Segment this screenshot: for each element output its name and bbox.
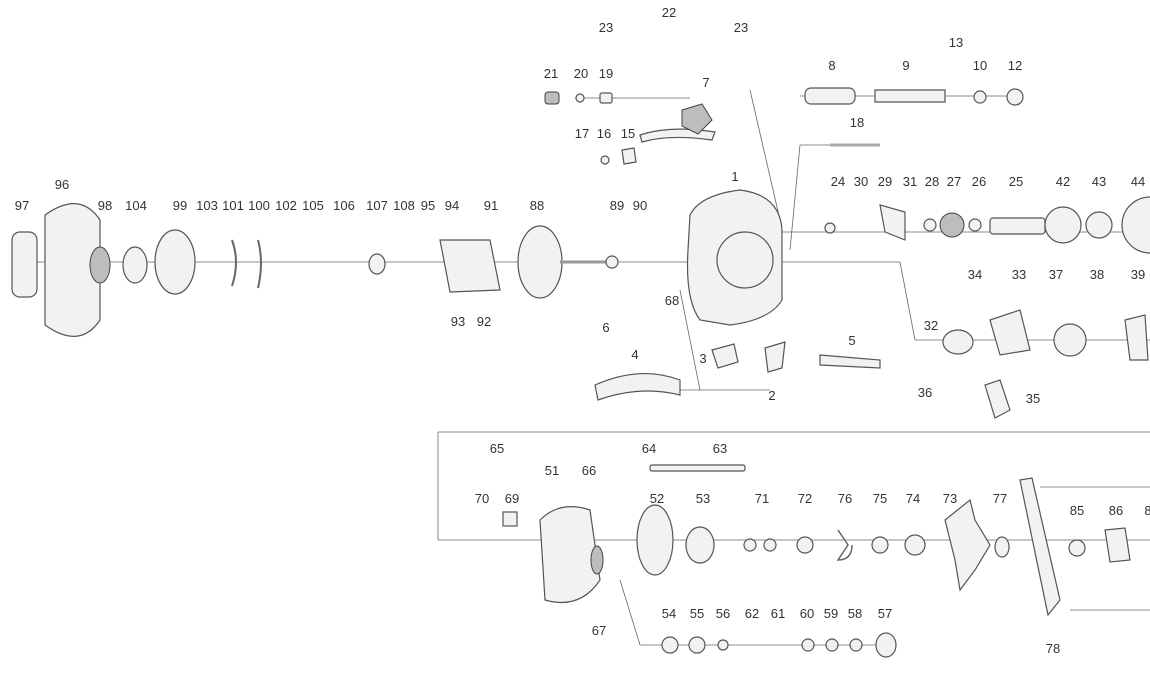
part-label-1: 1 bbox=[731, 169, 738, 184]
part-label-8: 8 bbox=[1144, 503, 1150, 518]
part-label-23: 23 bbox=[599, 20, 613, 35]
part-label-102: 102 bbox=[275, 198, 297, 213]
part-label-25: 25 bbox=[1009, 174, 1023, 189]
part-label-69: 69 bbox=[505, 491, 519, 506]
part-label-4: 4 bbox=[631, 347, 638, 362]
part-label-68: 68 bbox=[665, 293, 679, 308]
part-label-63: 63 bbox=[713, 441, 727, 456]
part-label-62: 62 bbox=[745, 606, 759, 621]
part-label-24: 24 bbox=[831, 174, 845, 189]
part-label-90: 90 bbox=[633, 198, 647, 213]
part-label-55: 55 bbox=[690, 606, 704, 621]
part-label-20: 20 bbox=[574, 66, 588, 81]
part-label-16: 16 bbox=[597, 126, 611, 141]
part-label-51: 51 bbox=[545, 463, 559, 478]
part-label-77: 77 bbox=[993, 491, 1007, 506]
part-label-104: 104 bbox=[125, 198, 147, 213]
part-label-60: 60 bbox=[800, 606, 814, 621]
part-label-98: 98 bbox=[98, 198, 112, 213]
part-label-65: 65 bbox=[490, 441, 504, 456]
part-label-78: 78 bbox=[1046, 641, 1060, 656]
part-label-105: 105 bbox=[302, 198, 324, 213]
part-label-15: 15 bbox=[621, 126, 635, 141]
part-label-61: 61 bbox=[771, 606, 785, 621]
part-label-75: 75 bbox=[873, 491, 887, 506]
part-label-35: 35 bbox=[1026, 391, 1040, 406]
part-label-2: 2 bbox=[768, 388, 775, 403]
part-label-17: 17 bbox=[575, 126, 589, 141]
part-label-107: 107 bbox=[366, 198, 388, 213]
part-label-73: 73 bbox=[943, 491, 957, 506]
part-label-26: 26 bbox=[972, 174, 986, 189]
part-label-59: 59 bbox=[824, 606, 838, 621]
part-label-66: 66 bbox=[582, 463, 596, 478]
part-label-22: 22 bbox=[662, 5, 676, 20]
part-label-53: 53 bbox=[696, 491, 710, 506]
part-label-42: 42 bbox=[1056, 174, 1070, 189]
part-label-94: 94 bbox=[445, 198, 459, 213]
parts-left bbox=[11, 203, 619, 337]
part-label-39: 39 bbox=[1131, 267, 1145, 282]
part-label-29: 29 bbox=[878, 174, 892, 189]
part-label-71: 71 bbox=[755, 491, 769, 506]
part-label-64: 64 bbox=[642, 441, 656, 456]
parts-bottom bbox=[502, 464, 1131, 658]
leader-lines bbox=[20, 89, 1150, 646]
part-label-9: 9 bbox=[902, 58, 909, 73]
part-label-86: 86 bbox=[1109, 503, 1123, 518]
part-label-38: 38 bbox=[1090, 267, 1104, 282]
part-label-5: 5 bbox=[848, 333, 855, 348]
part-label-3: 3 bbox=[699, 351, 706, 366]
part-label-10: 10 bbox=[973, 58, 987, 73]
part-label-36: 36 bbox=[918, 385, 932, 400]
part-label-7: 7 bbox=[702, 75, 709, 90]
part-label-23: 23 bbox=[734, 20, 748, 35]
part-label-33: 33 bbox=[1012, 267, 1026, 282]
part-label-72: 72 bbox=[798, 491, 812, 506]
part-label-58: 58 bbox=[848, 606, 862, 621]
part-label-21: 21 bbox=[544, 66, 558, 81]
part-label-91: 91 bbox=[484, 198, 498, 213]
part-label-101: 101 bbox=[222, 198, 244, 213]
part-label-92: 92 bbox=[477, 314, 491, 329]
part-label-57: 57 bbox=[878, 606, 892, 621]
part-label-27: 27 bbox=[947, 174, 961, 189]
part-label-99: 99 bbox=[173, 198, 187, 213]
part-label-76: 76 bbox=[838, 491, 852, 506]
part-label-70: 70 bbox=[475, 491, 489, 506]
part-label-37: 37 bbox=[1049, 267, 1063, 282]
part-label-32: 32 bbox=[924, 318, 938, 333]
parts-lower bbox=[594, 309, 1149, 419]
part-label-106: 106 bbox=[333, 198, 355, 213]
part-label-95: 95 bbox=[421, 198, 435, 213]
part-label-31: 31 bbox=[903, 174, 917, 189]
part-label-19: 19 bbox=[599, 66, 613, 81]
part-label-67: 67 bbox=[592, 623, 606, 638]
part-label-97: 97 bbox=[15, 198, 29, 213]
part-label-28: 28 bbox=[925, 174, 939, 189]
part-label-43: 43 bbox=[1092, 174, 1106, 189]
part-label-74: 74 bbox=[906, 491, 920, 506]
part-label-44: 44 bbox=[1131, 174, 1145, 189]
part-label-8: 8 bbox=[828, 58, 835, 73]
part-label-12: 12 bbox=[1008, 58, 1022, 73]
part-label-100: 100 bbox=[248, 198, 270, 213]
part-label-103: 103 bbox=[196, 198, 218, 213]
part-label-89: 89 bbox=[610, 198, 624, 213]
part-label-30: 30 bbox=[854, 174, 868, 189]
part-label-108: 108 bbox=[393, 198, 415, 213]
part-label-96: 96 bbox=[55, 177, 69, 192]
part-label-85: 85 bbox=[1070, 503, 1084, 518]
part-label-52: 52 bbox=[650, 491, 664, 506]
parts-top bbox=[544, 87, 1150, 326]
part-label-54: 54 bbox=[662, 606, 676, 621]
part-label-34: 34 bbox=[968, 267, 982, 282]
part-label-18: 18 bbox=[850, 115, 864, 130]
part-label-56: 56 bbox=[716, 606, 730, 621]
part-label-6: 6 bbox=[602, 320, 609, 335]
part-label-13: 13 bbox=[949, 35, 963, 50]
part-label-88: 88 bbox=[530, 198, 544, 213]
part-label-93: 93 bbox=[451, 314, 465, 329]
